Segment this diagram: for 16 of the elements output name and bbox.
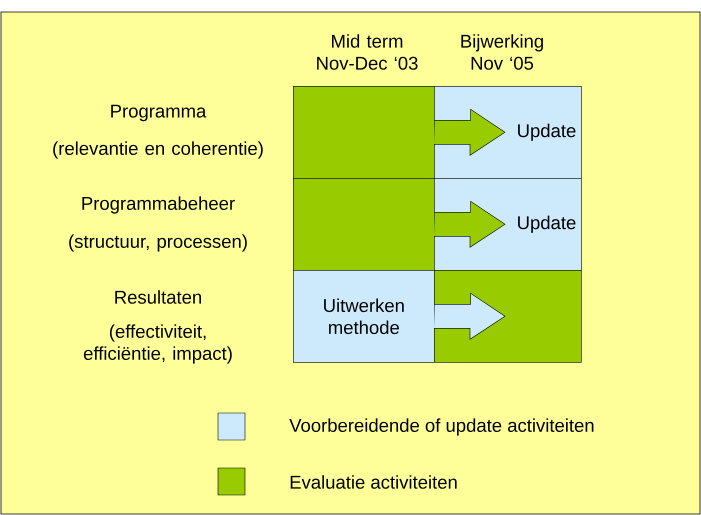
block-arrow xyxy=(434,108,506,156)
row-title: Resultaten xyxy=(115,290,202,304)
column-header: Bijwerking Nov ‘05 xyxy=(461,34,543,70)
legend-label: Evaluatie activiteiten xyxy=(290,475,457,489)
row-subtitle: (effectiviteit, efficiëntie, impact) xyxy=(84,324,232,364)
row-title: Programma xyxy=(111,104,206,122)
block-arrow xyxy=(434,200,506,248)
text-cell: Uitwerken methode xyxy=(293,270,435,363)
block-arrow xyxy=(434,292,506,340)
cell xyxy=(293,178,435,271)
legend-label: Voorbereidende of update activiteiten xyxy=(289,418,594,436)
column-header: Mid term Nov-Dec ‘03 xyxy=(317,34,418,70)
row-subtitle: (structuur, processen) xyxy=(69,234,247,252)
cell xyxy=(293,86,435,179)
row-subtitle: (relevantie en coherentie) xyxy=(53,141,263,159)
row-title: Programmabeheer xyxy=(82,196,235,214)
